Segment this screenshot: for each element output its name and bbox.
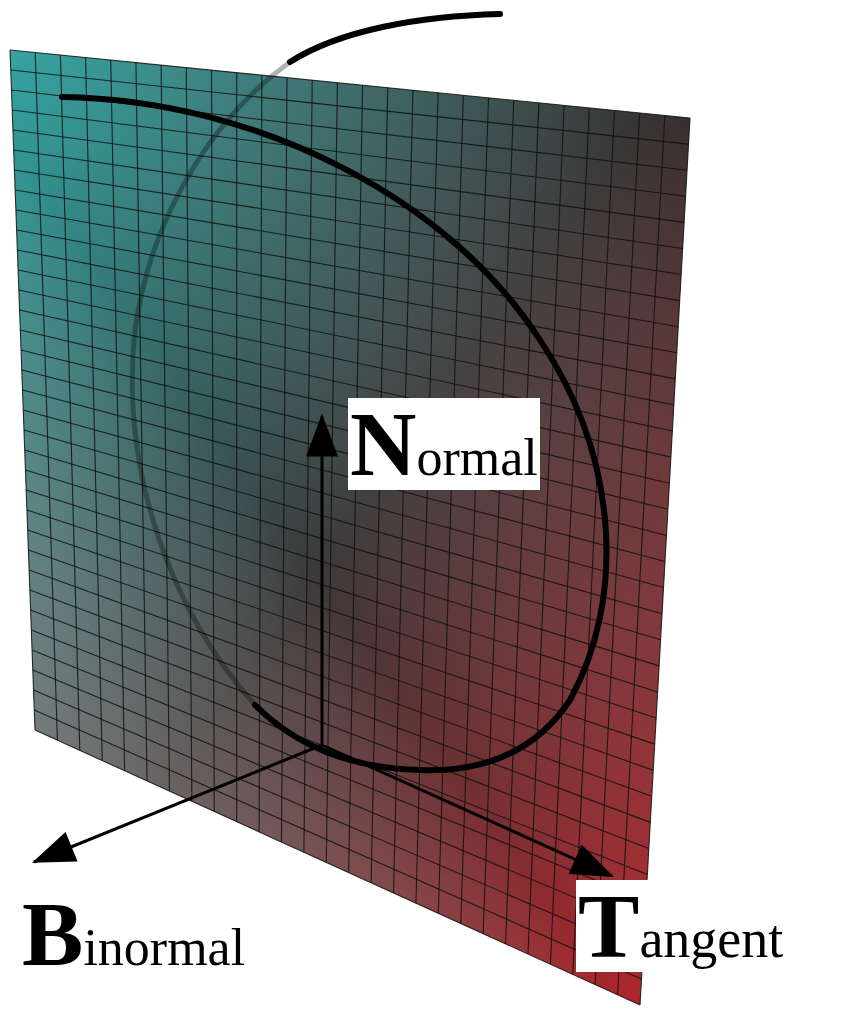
grid-line <box>12 110 685 196</box>
grid-line <box>34 690 643 953</box>
grid-line <box>11 70 689 144</box>
grid-line <box>30 590 650 822</box>
grid-line <box>24 430 662 614</box>
grid-line <box>20 330 669 483</box>
grid-line <box>32 650 646 901</box>
normal-label: Normal <box>348 398 540 490</box>
grid-line <box>19 290 673 431</box>
grid-line <box>13 130 684 222</box>
grid-line <box>28 550 653 770</box>
grid-line <box>21 350 668 509</box>
grid-line <box>33 670 645 927</box>
grid-line <box>26 490 657 692</box>
binormal-label: Binormal <box>20 888 247 980</box>
grid-line <box>23 390 666 562</box>
grid-line <box>29 570 652 796</box>
space-curve <box>62 97 606 770</box>
grid-line <box>25 470 659 666</box>
tangent-vector <box>322 745 612 876</box>
space-curve <box>290 14 500 62</box>
grid-line <box>14 150 683 248</box>
grid-line <box>17 230 677 353</box>
grid-line <box>14 170 681 275</box>
normal-vector <box>321 416 324 745</box>
grid-line <box>18 270 674 405</box>
grid-line <box>20 310 671 457</box>
grid-line <box>17 250 675 379</box>
grid-line <box>15 190 680 301</box>
grid-line <box>10 50 690 118</box>
grid-line <box>25 450 661 640</box>
binormal-vector <box>34 745 322 862</box>
osculating-plane <box>10 50 690 1005</box>
plane-grid <box>10 50 690 1005</box>
space-curve-hidden <box>132 62 290 705</box>
grid-line <box>16 210 678 327</box>
tangent-label: Tangent <box>576 880 785 972</box>
plane-shading <box>10 50 690 1005</box>
